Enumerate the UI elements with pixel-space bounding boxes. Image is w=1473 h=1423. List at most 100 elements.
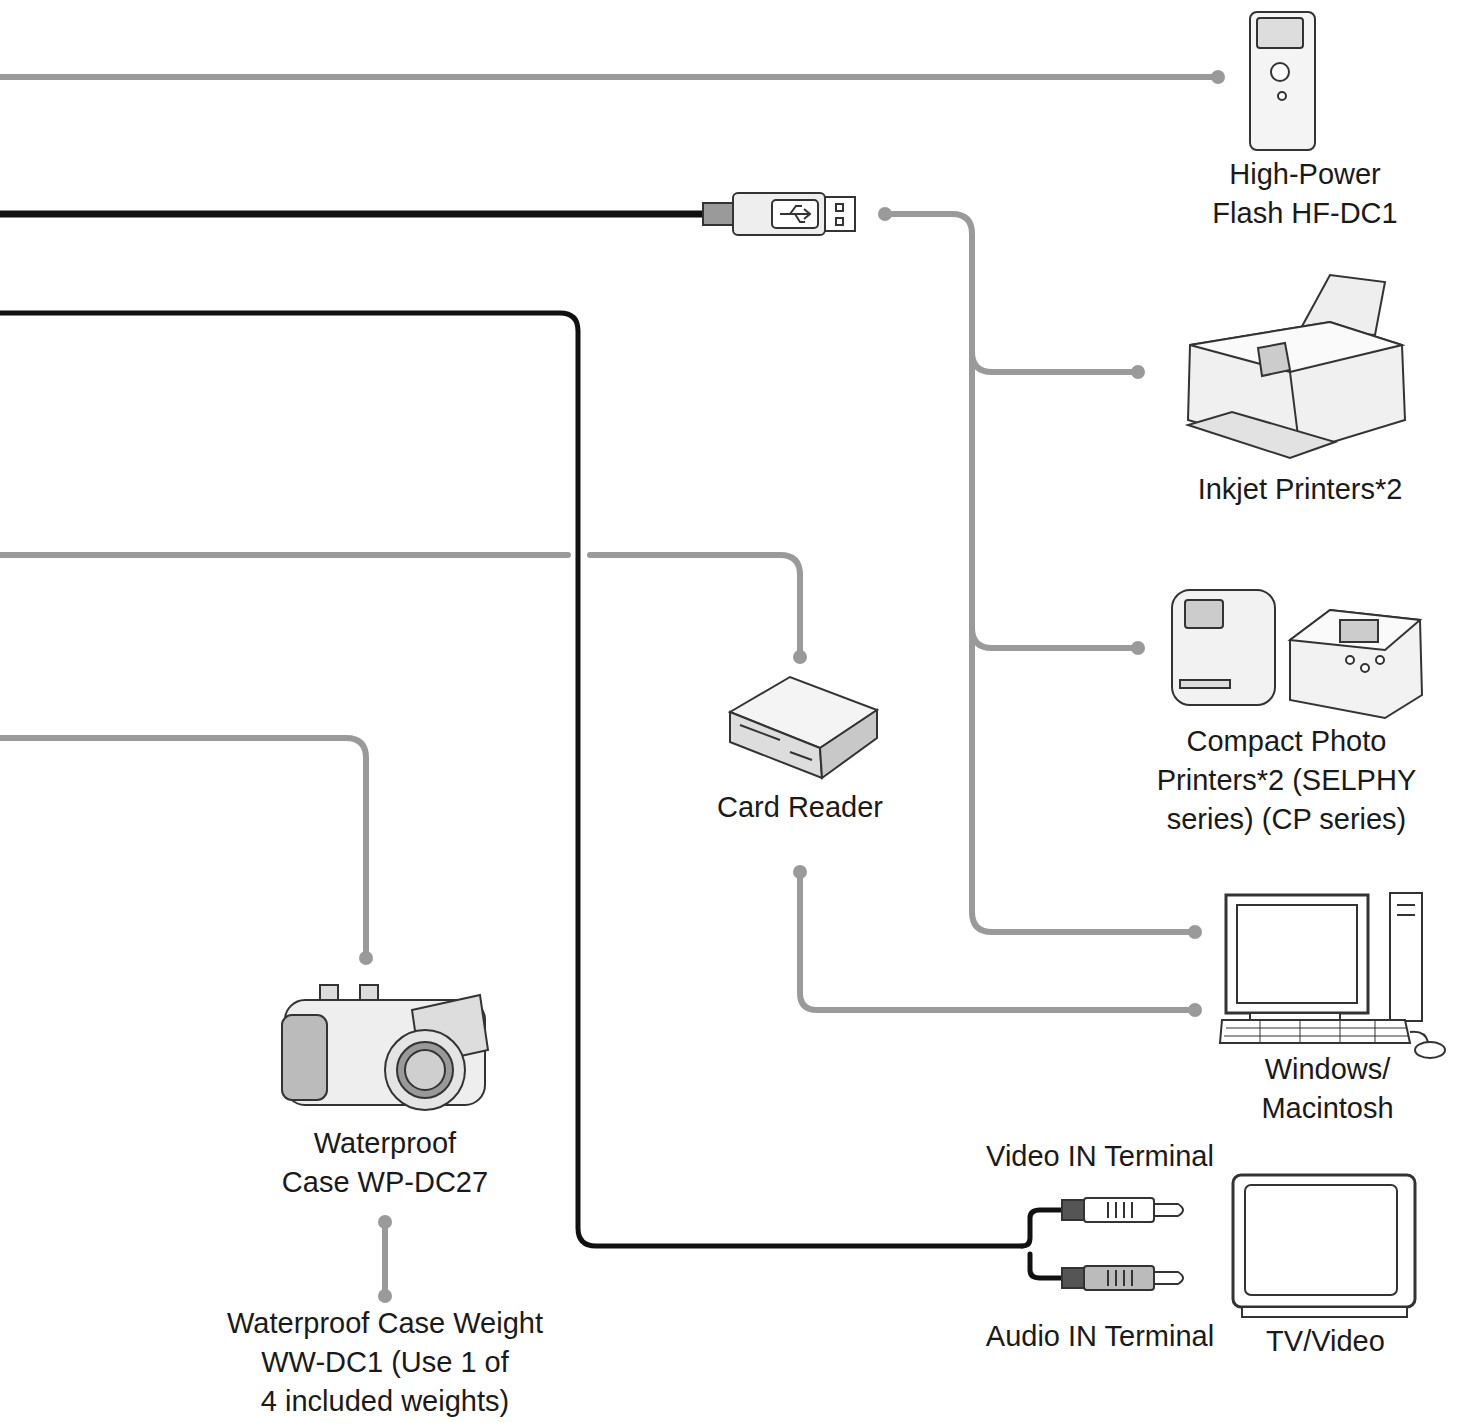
plug-connector xyxy=(825,197,855,231)
printer-button xyxy=(1376,656,1384,664)
case-lens xyxy=(405,1050,445,1090)
paper-slot xyxy=(1180,680,1230,688)
cp-printer xyxy=(1290,610,1422,718)
plug-tip xyxy=(1154,1204,1183,1216)
keyboard xyxy=(1220,1020,1410,1043)
tv-screen xyxy=(1245,1185,1397,1295)
mouse xyxy=(1415,1042,1445,1058)
card-leader xyxy=(0,555,800,657)
flash-sensor xyxy=(1271,63,1289,81)
device-label: Compact Photo Printers*2 (SELPHY series)… xyxy=(1109,722,1464,839)
connector-dot xyxy=(378,1215,392,1229)
leader-dot xyxy=(1188,925,1202,939)
usb-branch-line xyxy=(972,352,1138,372)
printer-button xyxy=(1361,664,1369,672)
flash-window xyxy=(1257,18,1303,48)
node-text-group: High-Power Flash HF-DC1 xyxy=(1165,155,1445,233)
flash-body xyxy=(1250,12,1315,150)
device-node: Inkjet Printers*2 xyxy=(1150,265,1450,515)
plug-ridges xyxy=(1108,1270,1132,1286)
terminal-label: Audio IN Terminal xyxy=(960,1317,1240,1356)
device-label: Waterproof Case WP-DC27 xyxy=(255,1124,515,1202)
drive-slot xyxy=(1397,905,1415,915)
device-label: High-Power Flash HF-DC1 xyxy=(1165,155,1445,233)
connector-dot xyxy=(378,1289,392,1303)
cables xyxy=(0,214,1062,1278)
device-node: Compact Photo Printers*2 (SELPHY series)… xyxy=(1100,580,1473,842)
plug-grip xyxy=(703,203,733,225)
leader-dot xyxy=(878,207,892,221)
usb-cable xyxy=(0,211,705,218)
leader-dot xyxy=(793,650,807,664)
av-cable-split xyxy=(1022,1210,1062,1278)
terminal-label: Video IN Terminal xyxy=(960,1137,1240,1176)
reader-front xyxy=(730,712,822,778)
device-node: Card Reader xyxy=(700,668,900,872)
video-plug xyxy=(1084,1198,1154,1222)
device-label: Inkjet Printers*2 xyxy=(1150,470,1450,509)
device-node: Waterproof Case WP-DC27 xyxy=(250,960,520,1222)
audio-plug xyxy=(1084,1266,1154,1290)
rca-plugs xyxy=(1062,1198,1183,1290)
node-text-group: Compact Photo Printers*2 (SELPHY series)… xyxy=(1100,722,1473,839)
connector-dot xyxy=(793,865,807,879)
node-text-group: Waterproof Case WP-DC27 xyxy=(250,1124,520,1202)
device-node: Windows/ Macintosh xyxy=(1195,888,1460,1128)
device-node: High-Power Flash HF-DC1 xyxy=(1165,10,1445,235)
printer-top xyxy=(1190,322,1402,372)
device-node: Waterproof Case Weight WW-DC1 (Use 1 of … xyxy=(170,1296,600,1422)
plug-body xyxy=(733,193,825,235)
printer-display xyxy=(1185,600,1223,628)
plug-hole xyxy=(836,204,843,211)
printer-top xyxy=(1290,610,1420,650)
usb-branch-line xyxy=(972,628,1138,648)
television xyxy=(1233,1175,1415,1317)
leader-lines xyxy=(0,77,1218,958)
plug-tip xyxy=(1154,1272,1183,1284)
plug-ridges xyxy=(1108,1202,1132,1218)
card-slot xyxy=(740,725,812,760)
inkjet-printer xyxy=(1188,275,1405,458)
plug-logo-area xyxy=(772,200,818,228)
case-lens xyxy=(397,1042,453,1098)
printer-display xyxy=(1258,343,1290,376)
monitor-screen xyxy=(1237,905,1357,1003)
connector-line xyxy=(800,872,1195,1010)
device-label: Card Reader xyxy=(700,788,900,827)
monitor xyxy=(1226,895,1368,1013)
device-label: Windows/ Macintosh xyxy=(1228,1050,1428,1128)
mouse-cable xyxy=(1410,1032,1428,1042)
connector-dot xyxy=(1188,1003,1202,1017)
usb-branch-line xyxy=(885,214,1195,932)
usb-symbol xyxy=(780,206,810,222)
compact-printers xyxy=(1172,590,1422,718)
printer-display xyxy=(1340,620,1378,642)
av-cable xyxy=(0,313,1022,1246)
tv-base xyxy=(1242,1307,1407,1317)
node-text-group: Windows/ Macintosh xyxy=(1195,1050,1460,1128)
leader-dot xyxy=(1131,365,1145,379)
usb-plug xyxy=(703,193,855,235)
card-reader xyxy=(730,677,877,778)
flash-button xyxy=(1278,92,1286,100)
plug-hole xyxy=(836,218,843,225)
node-text-group: Inkjet Printers*2 xyxy=(1150,470,1450,509)
node-text-group: Waterproof Case Weight WW-DC1 (Use 1 of … xyxy=(170,1304,600,1421)
case-grip xyxy=(282,1015,327,1100)
output-tray xyxy=(1188,412,1335,458)
selphy-printer xyxy=(1172,590,1275,705)
monitor-stand xyxy=(1250,1013,1340,1020)
device-node: TV/Video xyxy=(1228,1168,1423,1368)
connector-line xyxy=(382,1222,388,1296)
keyboard-keys xyxy=(1224,1020,1408,1043)
tower xyxy=(1390,893,1422,1021)
node-text-group: Card Reader xyxy=(700,788,900,827)
flash-unit xyxy=(1250,12,1315,150)
leader-dot xyxy=(1131,641,1145,655)
device-label: TV/Video xyxy=(1228,1322,1423,1361)
case-lens xyxy=(385,1030,465,1110)
leader-dot xyxy=(359,951,373,965)
flash-leader xyxy=(0,74,1218,80)
waterproof-case xyxy=(282,985,488,1110)
